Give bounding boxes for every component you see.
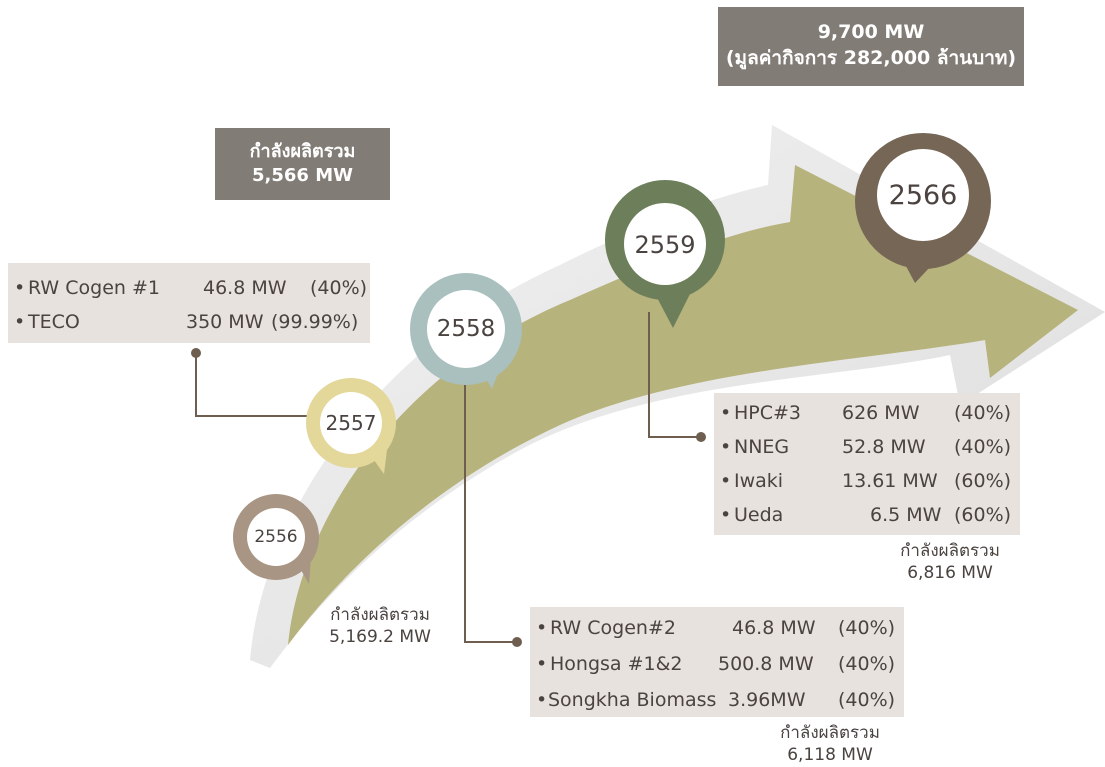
table-row: • HPC#3 626 MW (40%) — [714, 398, 1020, 428]
table-row: • Songkha Biomass 3.96MW (40%) — [530, 685, 904, 715]
project-name: HPC#3 — [734, 402, 802, 424]
project-capacity: 626 MW — [842, 402, 920, 424]
year-pin-2558: 2558 — [410, 273, 522, 391]
table-row: • NNEG 52.8 MW (40%) — [714, 432, 1020, 462]
year-label-2558: 2558 — [436, 316, 496, 342]
total-2558-label: กำลังผลิตรวม — [780, 723, 880, 743]
projects-2558-table: • RW Cogen#2 46.8 MW (40%) • Hongsa #1&2… — [530, 607, 904, 717]
project-capacity: 350 MW — [186, 311, 264, 333]
year-pin-2556: 2556 — [233, 494, 319, 586]
total-capacity-value: 5,566 MW — [252, 165, 353, 186]
project-name: TECO — [28, 311, 80, 333]
project-share: (40%) — [838, 689, 896, 711]
project-name: RW Cogen#2 — [550, 617, 676, 639]
table-row: • TECO 350 MW (99.99%) — [8, 307, 370, 337]
target-business-value: (มูลค่ากิจการ 282,000 ล้านบาท) — [725, 47, 1017, 69]
year-label-2559: 2559 — [634, 231, 696, 259]
target-capacity-value: 9,700 MW — [817, 21, 925, 43]
total-2556-label: กำลังผลิตรวม — [330, 605, 430, 625]
projects-2557-table: • RW Cogen #1 46.8 MW (40%) • TECO 350 M… — [8, 263, 370, 343]
project-share: (40%) — [310, 277, 368, 299]
year-label-2557: 2557 — [325, 411, 377, 435]
project-share: (40%) — [954, 402, 1012, 424]
total-2556-value: 5,169.2 MW — [329, 627, 431, 647]
total-2558: กำลังผลิตรวม 6,118 MW — [760, 722, 900, 766]
projects-2559-table: • HPC#3 626 MW (40%) • NNEG 52.8 MW (40%… — [714, 393, 1020, 535]
project-name: Iwaki — [734, 470, 784, 492]
total-2559-value: 6,816 MW — [907, 563, 993, 583]
project-capacity: 13.61 MW — [842, 470, 938, 492]
total-capacity-label: กำลังผลิตรวม — [249, 141, 356, 162]
project-share: (99.99%) — [271, 311, 359, 333]
year-pin-2559: 2559 — [605, 180, 725, 330]
table-row: • RW Cogen #1 46.8 MW (40%) — [8, 273, 370, 303]
project-name: NNEG — [734, 436, 790, 458]
project-capacity: 500.8 MW — [718, 653, 814, 675]
project-capacity: 52.8 MW — [842, 436, 926, 458]
arrow-body — [288, 165, 1078, 645]
table-row: • Iwaki 13.61 MW (60%) — [714, 466, 1020, 496]
project-share: (40%) — [838, 617, 896, 639]
project-share: (40%) — [954, 436, 1012, 458]
year-pin-2557: 2557 — [306, 378, 396, 476]
project-share: (60%) — [954, 504, 1012, 526]
project-name: Songkha Biomass — [548, 689, 717, 711]
table-row: • Hongsa #1&2 500.8 MW (40%) — [530, 649, 904, 679]
total-2558-value: 6,118 MW — [787, 745, 873, 765]
year-label-2556: 2556 — [254, 527, 298, 547]
project-share: (60%) — [954, 470, 1012, 492]
project-capacity: 3.96MW — [728, 689, 806, 711]
project-share: (40%) — [838, 653, 896, 675]
total-capacity-box: กำลังผลิตรวม 5,566 MW — [215, 128, 390, 200]
year-pin-2566: 2566 — [855, 133, 991, 285]
total-2559-label: กำลังผลิตรวม — [900, 541, 1000, 561]
year-label-2566: 2566 — [888, 180, 958, 211]
project-capacity: 46.8 MW — [203, 277, 287, 299]
total-2556: กำลังผลิตรวม 5,169.2 MW — [300, 604, 460, 648]
table-row: • Ueda 6.5 MW (60%) — [714, 500, 1020, 530]
project-capacity: 6.5 MW — [870, 504, 942, 526]
project-name: RW Cogen #1 — [28, 277, 160, 299]
total-2559: กำลังผลิตรวม 6,816 MW — [880, 540, 1020, 584]
project-name: Ueda — [734, 504, 784, 526]
project-name: Hongsa #1&2 — [550, 653, 683, 675]
table-row: • RW Cogen#2 46.8 MW (40%) — [530, 613, 904, 643]
project-capacity: 46.8 MW — [732, 617, 816, 639]
target-capacity-box: 9,700 MW (มูลค่ากิจการ 282,000 ล้านบาท) — [718, 7, 1024, 86]
